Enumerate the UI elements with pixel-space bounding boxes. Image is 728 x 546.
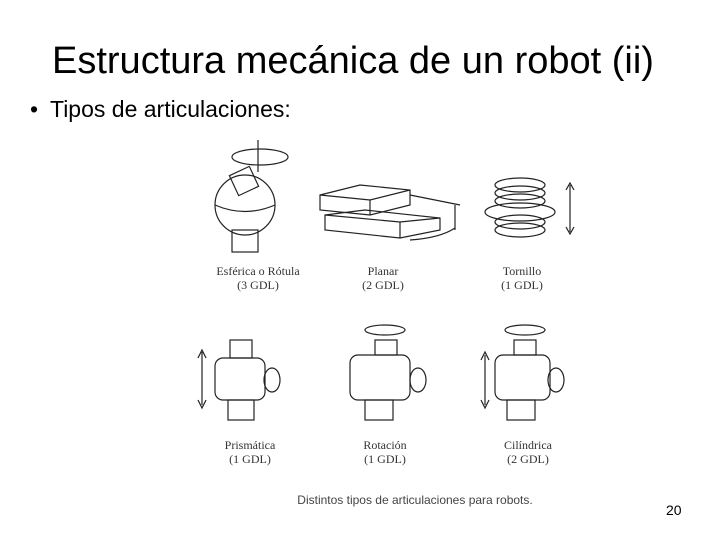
joint-label-rotation: Rotación(1 GDL) <box>363 438 406 466</box>
joint-name: Planar <box>367 264 399 278</box>
joint-name: Rotación <box>363 438 407 452</box>
bullet-text: Tipos de articulaciones: <box>50 96 291 122</box>
joint-label-spherical: Esférica o Rótula(3 GDL) <box>216 264 299 292</box>
joint-dof: (1 GDL) <box>501 278 543 292</box>
planar-joint-drawing <box>319 184 461 241</box>
slide-title: Estructura mecánica de un robot (ii) <box>52 40 654 82</box>
joint-label-cylindrical: Cilíndrica(2 GDL) <box>504 438 552 466</box>
joint-name: Tornillo <box>502 264 542 278</box>
joint-dof: (2 GDL) <box>507 452 549 466</box>
joint-dof: (2 GDL) <box>362 278 404 292</box>
joint-name: Esférica o Rótula <box>216 264 300 278</box>
joint-name: Prismática <box>224 438 276 452</box>
screw-joint-drawing <box>484 177 575 238</box>
spherical-joint-drawing <box>214 140 289 253</box>
bullet-icon: • <box>30 96 39 122</box>
prismatic-joint-drawing <box>197 339 281 421</box>
joint-label-prismatic: Prismática(1 GDL) <box>225 438 276 466</box>
joint-dof: (1 GDL) <box>229 452 271 466</box>
page-number: 20 <box>666 502 682 518</box>
rotation-joint-drawing <box>349 324 427 421</box>
figure-caption: Distintos tipos de articulaciones para r… <box>297 493 533 507</box>
joint-dof: (3 GDL) <box>237 278 279 292</box>
cylindrical-joint-drawing <box>480 324 565 421</box>
joint-name: Cilíndrica <box>504 438 552 452</box>
joint-label-planar: Planar(2 GDL) <box>362 264 404 292</box>
joint-dof: (1 GDL) <box>364 452 406 466</box>
bullet-item: • Tipos de articulaciones: <box>30 96 291 123</box>
joint-label-screw: Tornillo(1 GDL) <box>501 264 543 292</box>
